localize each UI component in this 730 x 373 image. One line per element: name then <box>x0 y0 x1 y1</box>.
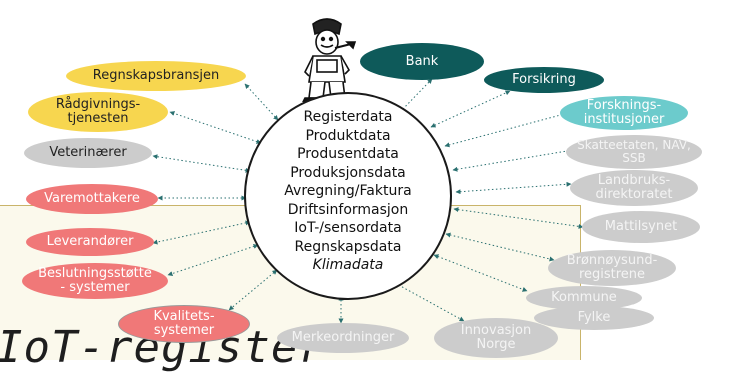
arrow-bronnoysund <box>445 232 555 262</box>
arrow-radgivning <box>169 111 262 144</box>
node-beslutningsstotte: Beslutningsstøtte - systemer <box>22 263 168 299</box>
node-label: Beslutningsstøtte - systemer <box>38 266 152 295</box>
arrow-beslutning <box>167 244 259 276</box>
node-merkeordninger: Merkeordninger <box>277 323 409 353</box>
connector-arrows <box>152 78 584 324</box>
node-label: Brønnøysund- registrene <box>566 253 658 282</box>
center-item: Driftsinformasjon <box>287 201 409 218</box>
center-item: Avregning/Faktura <box>284 183 412 199</box>
node-forskningsinstitusjoner: Forsknings- institusjoner <box>560 96 688 130</box>
arrow-leverandorer <box>152 220 251 245</box>
node-label: Skatteetaten, NAV, SSB <box>577 138 691 165</box>
arrow-regnskap <box>244 83 279 121</box>
node-varemottakere: Varemottakere <box>26 184 158 214</box>
arrow-mattilsynet <box>453 207 584 229</box>
node-innovasjon-norge: Innovasjon Norge <box>434 318 558 358</box>
arrow-forskning <box>444 111 569 148</box>
arrow-skatteetaten <box>452 148 574 172</box>
arrow-veterinaerer <box>152 154 251 173</box>
center-item: Registerdata <box>303 109 393 125</box>
node-label: Kvalitets- systemer <box>153 309 215 338</box>
node-kvalitetssystemer: Kvalitets- systemer <box>118 305 250 343</box>
node-label: Landbruks- direktoratet <box>595 173 673 202</box>
center-item-italic: Klimadata <box>312 257 384 273</box>
node-bank: Bank <box>360 43 484 80</box>
central-data-list: Registerdata Produktdata Produsentdata P… <box>246 108 450 275</box>
center-item: Produsentdata <box>297 146 399 162</box>
node-fylke: Fylke <box>534 306 654 330</box>
node-mattilsynet: Mattilsynet <box>582 211 700 243</box>
arrow-forsikring <box>430 90 511 128</box>
node-label: Innovasjon Norge <box>460 323 532 352</box>
node-bronnoysundregistrene: Brønnøysund- registrene <box>548 250 676 286</box>
center-item: Produksjonsdata <box>290 164 406 181</box>
arrow-kvalitet <box>228 269 278 311</box>
node-regnskapsbransjen: Regnskapsbransjen <box>66 61 246 91</box>
node-landbruksdirektoratet: Landbruks- direktoratet <box>570 170 698 206</box>
center-item: Produktdata <box>305 127 391 144</box>
farmer-icon <box>302 18 357 102</box>
node-veterinaerer: Veterinærer <box>24 138 152 168</box>
arrow-kommune <box>433 254 528 292</box>
arrow-innovasjon <box>394 282 465 322</box>
node-leverandorer: Leverandører <box>26 228 154 256</box>
center-item: Regnskapsdata <box>294 238 402 255</box>
node-label: Rådgivnings- tjenesten <box>55 97 141 126</box>
node-label: Forsknings- institusjoner <box>583 98 665 127</box>
central-data-circle: Registerdata Produktdata Produsentdata P… <box>244 92 452 300</box>
node-radgivningstjenesten: Rådgivnings- tjenesten <box>28 92 168 132</box>
center-item: IoT-/sensordata <box>294 220 402 236</box>
node-skatteetaten: Skatteetaten, NAV, SSB <box>566 135 702 169</box>
arrow-landbruk <box>455 181 572 195</box>
node-forsikring: Forsikring <box>484 67 604 93</box>
